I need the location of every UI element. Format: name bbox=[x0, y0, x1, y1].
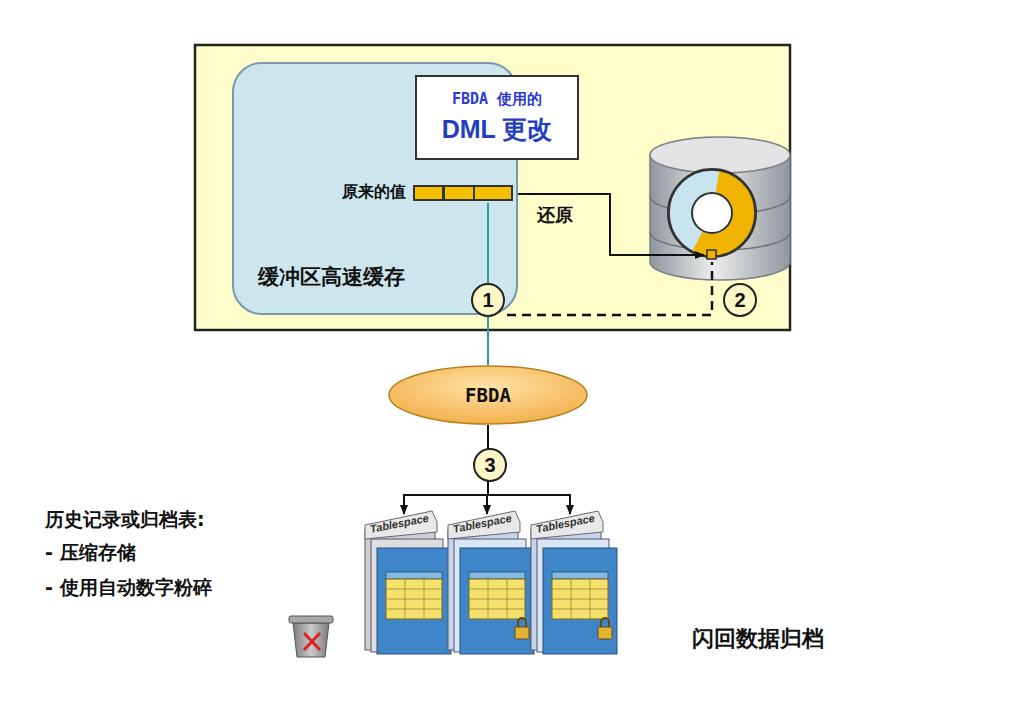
shred-bin-icon bbox=[289, 616, 333, 657]
node-text: DML 更改 bbox=[442, 113, 553, 146]
node-text: FBDA 使用的 bbox=[452, 90, 542, 109]
label-box: - 使用自动数字粉碎 bbox=[45, 575, 212, 601]
note-item: - 使用自动数字粉碎 bbox=[45, 576, 212, 598]
label-box: - 压缩存储 bbox=[45, 540, 136, 566]
instance-box bbox=[195, 45, 790, 330]
original-value-bar: 原来的值 bbox=[342, 182, 513, 203]
buffer-cache-box: 缓冲区高速缓存FBDA 使用的DML 更改原来的值 bbox=[232, 62, 518, 315]
tablespace-icon: Tablespace bbox=[445, 508, 537, 656]
dml-change-box: FBDA 使用的 DML 更改 bbox=[415, 75, 579, 160]
diagram-caption: 闪回数据归档 bbox=[692, 626, 824, 651]
callout-number: 2 bbox=[734, 289, 745, 312]
note-heading: 历史记录或归档表: bbox=[45, 508, 205, 530]
node-text: FBDA bbox=[465, 384, 511, 406]
dashed-link bbox=[507, 262, 712, 315]
label-box: 还原 bbox=[537, 203, 573, 227]
restore-label: 还原 bbox=[537, 204, 573, 225]
node-text: 原来的值 bbox=[342, 182, 406, 203]
restore-arrow bbox=[517, 194, 704, 255]
callout-circle: 3 bbox=[473, 448, 507, 482]
node-text: 缓冲区高速缓存 bbox=[258, 263, 405, 291]
callout-number: 3 bbox=[484, 454, 495, 477]
tablespace-icon: Tablespace bbox=[362, 508, 454, 656]
note-item: - 压缩存储 bbox=[45, 541, 136, 563]
tablespace-icon: Tablespace bbox=[528, 508, 620, 656]
fbda-process: FBDA bbox=[388, 365, 588, 425]
label-box: 历史记录或归档表: bbox=[45, 507, 205, 533]
caption-box: 闪回数据归档 bbox=[692, 624, 824, 654]
disk-symbol bbox=[650, 137, 790, 280]
callout-circle: 1 bbox=[471, 283, 505, 317]
value-bar-shape bbox=[413, 185, 513, 201]
callout-number: 1 bbox=[482, 289, 493, 312]
callout-circle: 2 bbox=[723, 283, 757, 317]
